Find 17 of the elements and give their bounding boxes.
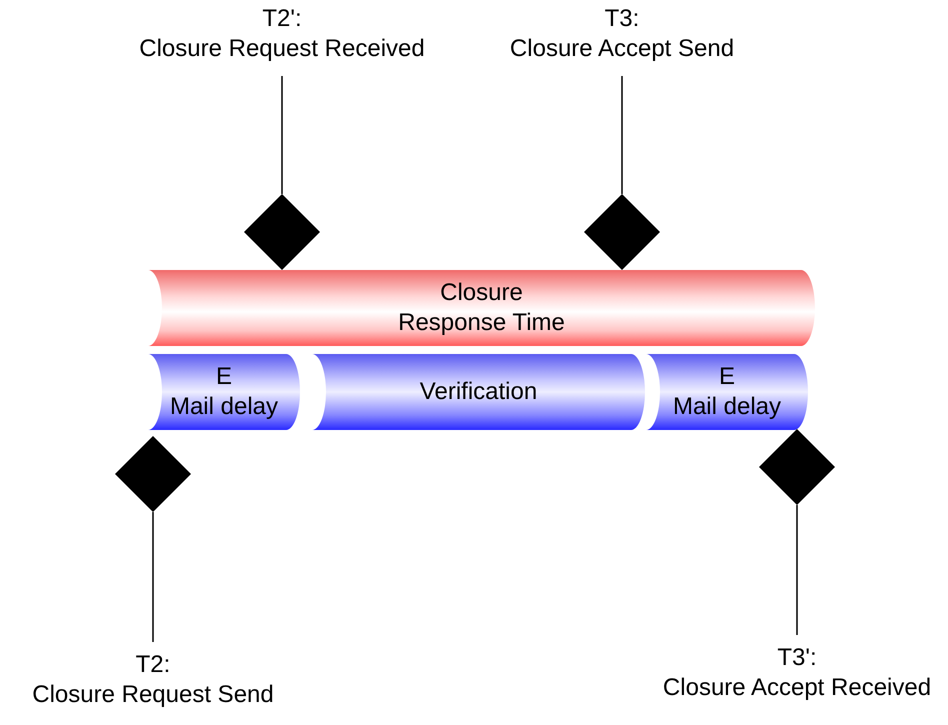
leader-line xyxy=(152,512,154,642)
bar-label: Verification xyxy=(418,377,538,407)
event-label: T2: Closure Request Send xyxy=(32,650,274,710)
leader-line xyxy=(796,505,798,635)
bar-label: E Mail delay xyxy=(168,362,280,422)
leader-line xyxy=(621,76,623,194)
event-label: T3': Closure Accept Received xyxy=(662,643,932,703)
tube-bar xyxy=(148,270,815,346)
bar-label: E Mail delay xyxy=(672,362,782,422)
event-label: T3: Closure Accept Send xyxy=(510,4,734,64)
diamond-marker xyxy=(115,436,191,512)
event-label: T2': Closure Request Received xyxy=(139,4,425,64)
tube-bar xyxy=(148,354,300,430)
bar-label: Closure Response Time xyxy=(397,278,566,338)
diamond-marker xyxy=(759,429,835,505)
leader-line xyxy=(281,76,283,194)
tube-bar xyxy=(646,354,808,430)
